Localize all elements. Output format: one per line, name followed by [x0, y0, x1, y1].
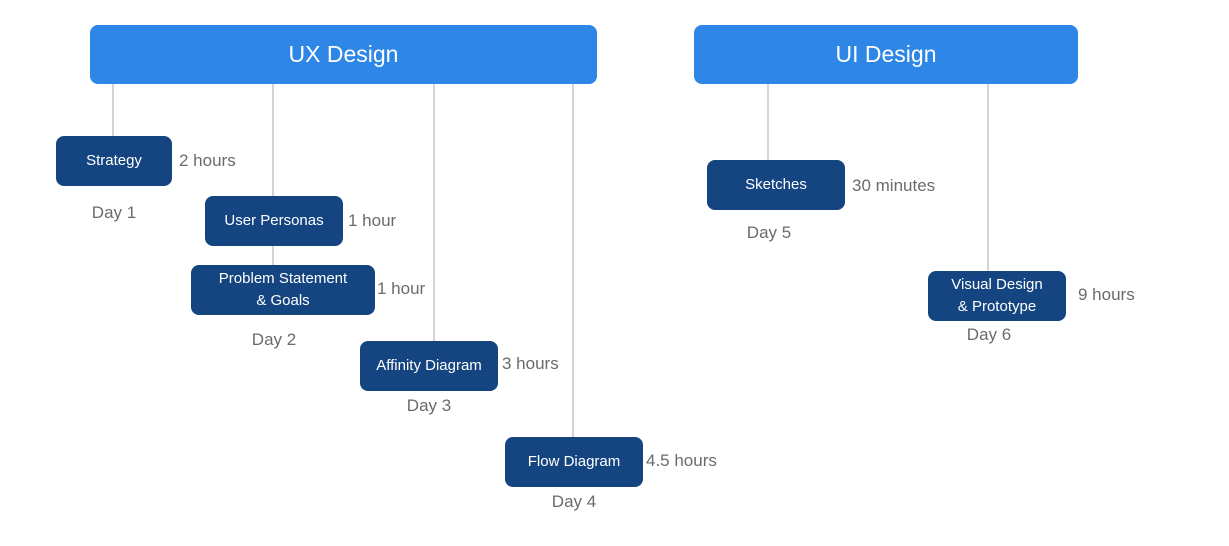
day-label-3: Day 3: [406, 396, 452, 415]
duration-strategy: 2 hours: [179, 151, 236, 170]
task-user-personas: User Personas: [205, 196, 343, 246]
connector-line: [987, 84, 989, 271]
day-label-5: Day 5: [746, 223, 792, 242]
day-label-1: Day 1: [91, 203, 137, 222]
connector-line: [572, 84, 574, 437]
connector-line: [433, 84, 435, 341]
duration-user-personas: 1 hour: [348, 211, 397, 230]
day-label-2: Day 2: [251, 330, 297, 349]
duration-visual-design: 9 hours: [1078, 285, 1135, 304]
task-strategy: Strategy: [56, 136, 172, 186]
day-label-6: Day 6: [966, 325, 1012, 344]
task-sketches: Sketches: [707, 160, 845, 210]
connector-line: [272, 84, 274, 265]
ui-design-header: UI Design: [694, 25, 1078, 84]
task-visual-design: Visual Design & Prototype: [928, 271, 1066, 321]
duration-sketches: 30 minutes: [852, 176, 936, 195]
ux-design-header: UX Design: [90, 25, 597, 84]
duration-affinity-diagram: 3 hours: [502, 354, 559, 373]
task-affinity-diagram: Affinity Diagram: [360, 341, 498, 391]
duration-flow-diagram: 4.5 hours: [646, 451, 717, 470]
connector-line: [112, 84, 114, 136]
duration-problem-statement: 1 hour: [377, 279, 426, 298]
connector-line: [767, 84, 769, 160]
task-problem-statement: Problem Statement & Goals: [191, 265, 375, 315]
task-flow-diagram: Flow Diagram: [505, 437, 643, 487]
day-label-4: Day 4: [551, 492, 597, 511]
